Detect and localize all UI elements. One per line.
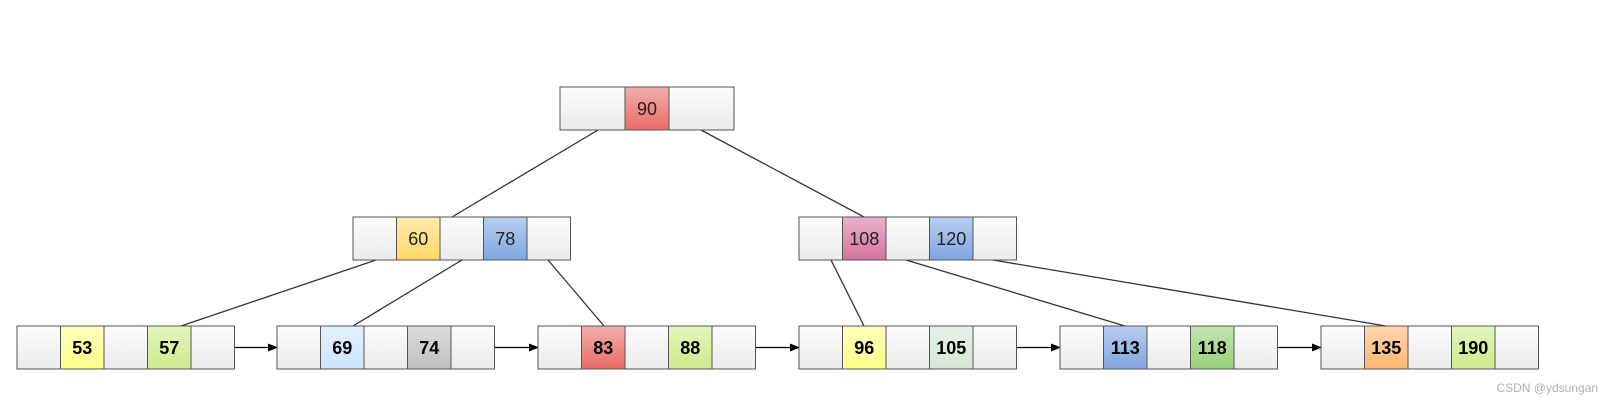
- key-label: 108: [849, 229, 879, 249]
- pointer-cell: [537, 325, 582, 370]
- pointer-cell: [711, 325, 756, 370]
- key-cell: [842, 216, 887, 261]
- key-cell: [668, 325, 713, 370]
- pointer-cell: [526, 216, 571, 261]
- key-label: 96: [854, 338, 874, 358]
- edge: [547, 259, 605, 327]
- pointer-cell: [450, 325, 495, 370]
- key-label: 190: [1458, 338, 1488, 358]
- pointer-cell: [885, 325, 930, 370]
- pointer-cell: [190, 325, 235, 370]
- leaf-node: 113 118: [1059, 325, 1278, 370]
- key-cell: [1190, 325, 1235, 370]
- key-cell: [396, 216, 441, 261]
- pointer-cell: [1320, 325, 1365, 370]
- root-node: 90: [559, 86, 735, 131]
- key-label: 53: [72, 338, 92, 358]
- edge: [830, 259, 865, 327]
- pointer-cell: [972, 216, 1017, 261]
- key-cell: [1451, 325, 1496, 370]
- pointer-cell: [1233, 325, 1278, 370]
- pointer-cell: [885, 216, 930, 261]
- pointer-cell: [16, 325, 61, 370]
- edge: [700, 129, 865, 218]
- key-label: 120: [936, 229, 966, 249]
- key-label: 74: [419, 338, 439, 358]
- pointer-cell: [276, 325, 321, 370]
- key-cell: [407, 325, 452, 370]
- key-cell: [929, 325, 974, 370]
- edge: [180, 259, 377, 327]
- pointer-cell: [103, 325, 148, 370]
- leaf-node: 53 57: [16, 325, 235, 370]
- key-label: 78: [495, 229, 515, 249]
- pointer-cell: [363, 325, 408, 370]
- edge: [905, 259, 1126, 327]
- key-cell: [147, 325, 192, 370]
- pointer-cell: [972, 325, 1017, 370]
- edge: [451, 129, 599, 218]
- pointer-cell: [352, 216, 397, 261]
- pointer-cell: [1146, 325, 1191, 370]
- pointer-cell: [668, 86, 735, 131]
- key-cell: [581, 325, 626, 370]
- key-label: 88: [680, 338, 700, 358]
- key-label: 60: [408, 229, 428, 249]
- pointer-cell: [1059, 325, 1104, 370]
- key-cell: [483, 216, 528, 261]
- internal-node: 108 120: [798, 216, 1017, 261]
- key-label: 113: [1111, 338, 1140, 358]
- key-cell: [1364, 325, 1409, 370]
- key-label: 135: [1371, 338, 1401, 358]
- leaf-node: 135 190: [1320, 325, 1539, 370]
- internal-node: 60 78: [352, 216, 571, 261]
- edge: [352, 259, 463, 327]
- key-label: 118: [1198, 338, 1227, 358]
- leaf-node: 69 74: [276, 325, 495, 370]
- leaf-node: 96 105: [798, 325, 1017, 370]
- key-label: 105: [936, 338, 966, 358]
- watermark: CSDN @ydsungan: [1496, 381, 1598, 395]
- key-label: 69: [332, 338, 352, 358]
- tree-edges: [180, 129, 1387, 327]
- tree-nodes: 90 60 78 108 120 53 57 69 74 83 88 96 105 113 118 135 19…: [16, 86, 1539, 370]
- pointer-cell: [559, 86, 626, 131]
- pointer-cell: [798, 325, 843, 370]
- pointer-cell: [1494, 325, 1539, 370]
- key-cell: [1103, 325, 1148, 370]
- pointer-cell: [1407, 325, 1452, 370]
- pointer-cell: [798, 216, 843, 261]
- key-cell: [60, 325, 105, 370]
- leaf-node: 83 88: [537, 325, 756, 370]
- key-label: 57: [159, 338, 179, 358]
- pointer-cell: [439, 216, 484, 261]
- pointer-cell: [624, 325, 669, 370]
- key-label: 90: [637, 99, 657, 119]
- key-label: 83: [593, 338, 613, 358]
- edge: [992, 259, 1387, 327]
- key-cell: [929, 216, 974, 261]
